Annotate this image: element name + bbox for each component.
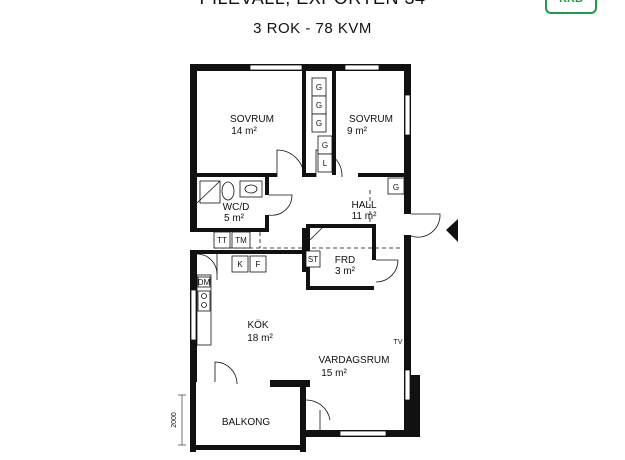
dimension-label: 2000 xyxy=(171,412,178,428)
wardrobe-label: G xyxy=(322,141,328,150)
room-name-hall: HALL xyxy=(351,200,376,211)
kitchen-appliances xyxy=(231,255,267,273)
linen-closet-label: L xyxy=(323,159,328,168)
room-area-sovrum-2: 9 m² xyxy=(347,126,368,137)
room-area-sovrum-1: 14 m² xyxy=(231,126,257,137)
toilet-icon xyxy=(221,181,235,201)
room-area-wc: 5 m² xyxy=(224,213,245,224)
room-name-wc: WC/D xyxy=(223,202,250,213)
storage-box xyxy=(305,250,321,268)
storage-label: ST xyxy=(308,255,318,264)
wardrobe-label: G xyxy=(316,83,322,92)
room-name-kok: KÖK xyxy=(247,319,268,331)
wardrobe-label: G xyxy=(316,101,322,110)
interior-walls xyxy=(190,71,404,452)
wardrobe-label: G xyxy=(393,183,399,192)
room-name-sovrum-2: SOVRUM xyxy=(349,114,393,125)
tv-label: TV xyxy=(394,339,403,346)
washer-label: TM xyxy=(235,236,247,245)
room-area-vardagsrum: 15 m² xyxy=(321,368,347,379)
plan-title: PILEVALL, EXPORTEN 34 xyxy=(0,0,625,9)
room-name-vardagsrum: VARDAGSRUM xyxy=(319,355,390,366)
room-name-frd: FRD xyxy=(335,255,356,266)
wc-fixtures xyxy=(196,180,263,204)
door-swings xyxy=(196,149,441,430)
room-name-balkong: BALKONG xyxy=(222,417,271,428)
brand-logo: KKB xyxy=(545,0,597,14)
dishwasher-label: DM xyxy=(198,278,211,287)
fridge-label: K xyxy=(237,260,243,269)
kitchen-counter xyxy=(196,274,212,346)
sink-icon xyxy=(244,184,258,194)
laundry-appliances xyxy=(213,231,251,249)
dimension-line xyxy=(178,394,186,446)
dryer-label: TT xyxy=(217,236,227,245)
room-name-sovrum-1: SOVRUM xyxy=(230,114,274,125)
room-area-hall: 11 m² xyxy=(352,211,377,222)
room-area-kok: 18 m² xyxy=(247,333,273,344)
room-area-frd: 3 m² xyxy=(335,266,356,277)
freezer-label: F xyxy=(256,260,261,269)
windows xyxy=(190,64,411,437)
wardrobes xyxy=(311,77,405,195)
entrance-arrow xyxy=(446,219,458,242)
plan-subtitle: 3 ROK - 78 KVM xyxy=(253,20,372,37)
wardrobe-label: G xyxy=(316,119,322,128)
